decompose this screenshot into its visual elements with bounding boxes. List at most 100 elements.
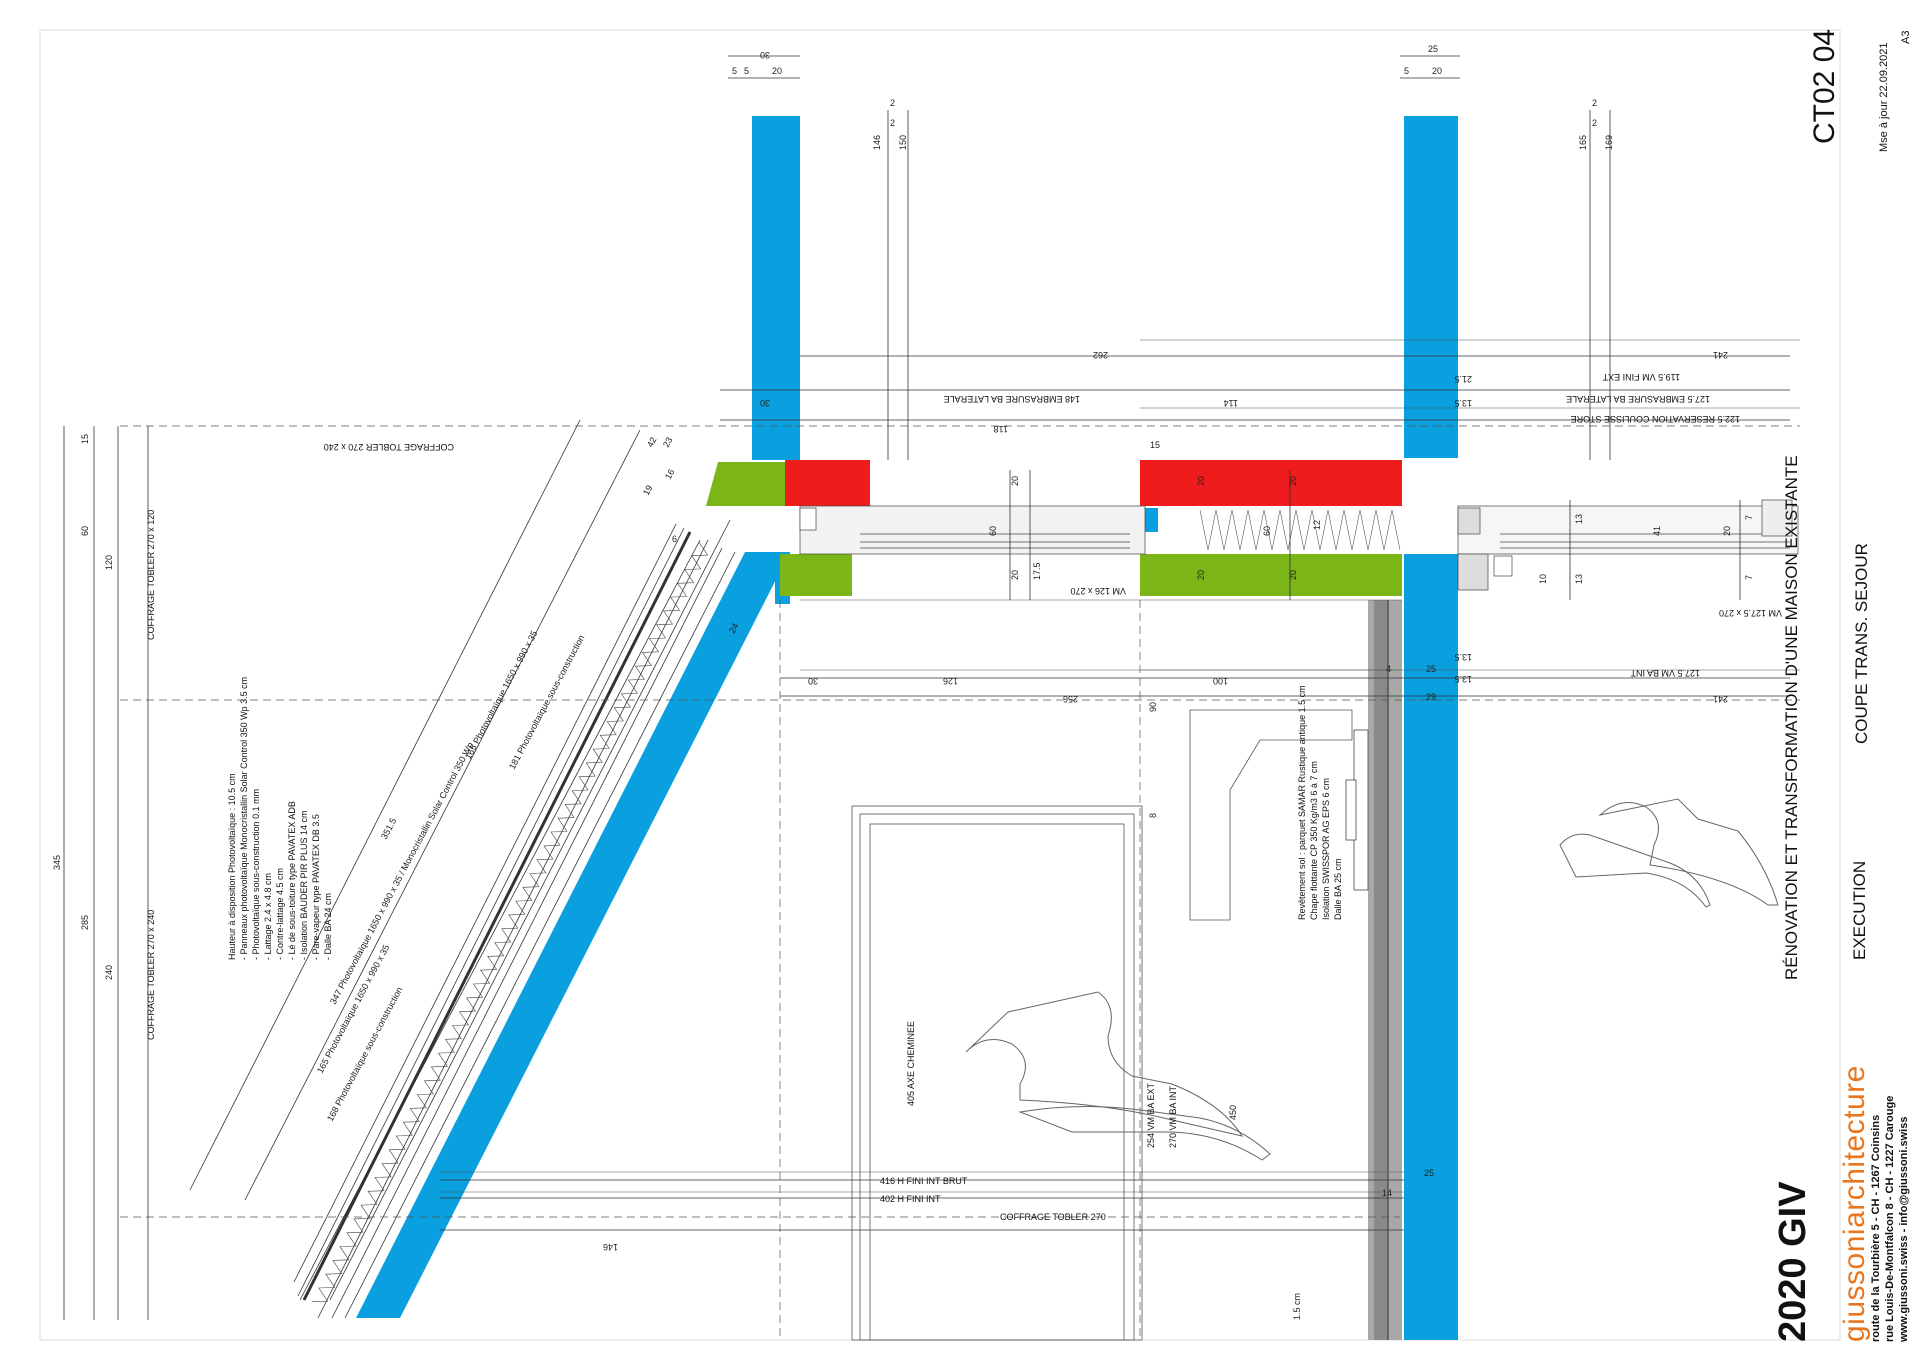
dim-240: 240: [104, 965, 114, 980]
window-frames: [799, 499, 1799, 591]
dim-135b: 13.5: [1454, 652, 1472, 662]
lintel-right: [1140, 460, 1402, 506]
dim-146b: 146: [603, 1242, 618, 1252]
embrasure-148-label: 148 EMBRASURE BA LATERALE: [943, 394, 1080, 404]
pv-351: 351.5: [379, 816, 398, 841]
update-date: Mse à jour 22.09.2021: [1878, 42, 1890, 152]
one-five-cm: 1.5 cm: [1292, 1293, 1302, 1320]
dim-241a: 241: [1713, 350, 1728, 360]
roof-line-5: - Lé de sous-toiture type PAVATEX ADB: [287, 801, 297, 960]
dim-20b: 20: [1432, 66, 1442, 76]
dim-285: 285: [80, 915, 90, 930]
left-upper-wall: [752, 116, 800, 460]
dim-5c: 5: [1404, 66, 1409, 76]
insulation-right-sill: [1140, 554, 1402, 596]
dim-7a: 7: [1744, 515, 1754, 520]
floor-line-1: Chape flottante CP 350 Kg/m3 6 à 7 cm: [1309, 761, 1319, 920]
dim-114: 114: [1224, 398, 1238, 408]
dim-25-top: 25: [1428, 44, 1438, 54]
dim-20h: 20: [1288, 570, 1298, 580]
people-silhouettes: [965, 798, 1779, 1161]
dim-118: 118: [994, 424, 1008, 434]
vm-127-label: VM 127.5 x 270: [1718, 608, 1782, 618]
embrasure-127-label: 127.5 EMBRASURE BA LATERALE: [1566, 394, 1710, 404]
floor-line-3: Dalle BA 25 cm: [1333, 858, 1343, 920]
dim-5a: 5: [732, 66, 737, 76]
interior-lining: [1345, 600, 1402, 1340]
dim-2a: 2: [890, 98, 895, 108]
pv-168: 168 Photovoltaïque sous-construction: [325, 985, 405, 1123]
dim-13b: 13: [1574, 514, 1584, 524]
roof-line-0: Hauteur à disposition Photovoltaïque : 1…: [227, 773, 237, 960]
vm-ba-int-label: 127.5 VM BA INT: [1630, 668, 1700, 678]
dim-2b: 2: [890, 118, 895, 128]
floor-buildup-note: Revêtement sol : parquet SAMAR Rustique …: [1296, 685, 1344, 920]
roof-insulation-hatch: [311, 541, 709, 1303]
lintel-left: [785, 460, 870, 506]
dimension-values: 30 5 5 20 25 5 20 146 150 2 2 165 169 2 …: [52, 44, 1754, 1252]
dim-25c: 25: [1426, 664, 1436, 674]
roof-layers: [293, 523, 736, 1319]
dim-165: 165: [1578, 135, 1588, 150]
dim-146: 146: [872, 135, 882, 150]
dim-135c: 13.5: [1454, 674, 1472, 684]
project-title: RÉNOVATION ET TRANSFORMATION D'UNE MAISO…: [1782, 455, 1801, 980]
roof-line-2: - Photovoltaïque sous-construction 0.1 m…: [251, 788, 261, 960]
dim-10: 10: [1538, 574, 1548, 584]
dim-4: 4: [1386, 664, 1391, 674]
pv-annotations: 347 Photovoltaïque 1650 x 990 x 35 / Mon…: [315, 629, 1302, 1320]
right-hatch-zigzag: [1199, 509, 1401, 551]
dim-175: 17.5: [1032, 562, 1042, 580]
dim-7b: 7: [1744, 575, 1754, 580]
phase-label: EXECUTION: [1850, 860, 1869, 960]
paper-format: A3: [1900, 30, 1912, 44]
dim-15a: 15: [1150, 440, 1160, 450]
right-wall-lower: [1404, 554, 1458, 1340]
drawing-subtitle: COUPE TRANS. SEJOUR: [1852, 543, 1871, 744]
insulation-left-sill: [780, 554, 852, 596]
dim-150: 150: [898, 135, 908, 150]
roof-line-6: - Isolation BAUDER PIR PLUS 14 cm: [299, 810, 309, 960]
sheet-code: CT02 04: [1808, 28, 1841, 144]
dim-126: 126: [943, 676, 958, 686]
insulation-parapet: [706, 462, 785, 506]
concrete-elements: [356, 116, 1458, 1340]
dim-41: 41: [1652, 526, 1662, 536]
address-line-2: rue Louis-De-Montfalcon 8 - CH - 1227 Ca…: [1884, 1095, 1896, 1342]
dim-60b: 60: [1262, 526, 1272, 536]
dim-13a: 13: [1574, 574, 1584, 584]
firm-name: giussoniarchitecture: [1838, 1065, 1871, 1342]
vm-ba-ext-label: 254 VM BA EXT: [1146, 1082, 1156, 1148]
vm-ba-int-270-label: 270 VM BA INT: [1168, 1085, 1178, 1148]
floor-line-2: Isolation SWISSPOR AG EPS 6 cm: [1321, 777, 1331, 920]
dim-16: 16: [663, 467, 677, 481]
dim-2d: 2: [1592, 118, 1597, 128]
dim-120: 120: [104, 555, 114, 570]
lintels: [785, 460, 1402, 506]
dim-19: 19: [641, 483, 655, 497]
dim-345: 345: [52, 855, 62, 870]
dim-25b: 25: [1424, 1168, 1434, 1178]
dim-241b: 241: [1713, 694, 1728, 704]
dim-262: 262: [1093, 350, 1108, 360]
vm-fini-ext-label: 119.5 VM FINI EXT: [1602, 372, 1680, 382]
dim-12: 12: [1312, 520, 1322, 530]
reference-lines: [120, 339, 1800, 1340]
vm-126-label: VM 126 x 270: [1070, 586, 1126, 596]
dim-20g: 20: [1196, 570, 1206, 580]
dim-8: 8: [1148, 813, 1158, 818]
coffrage-tobler-270-label: COFFRAGE TOBLER 270: [1000, 1212, 1106, 1222]
dim-20f: 20: [1288, 476, 1298, 486]
coffrage-tobler-270x120: COFFRAGE TOBLER 270 x 120: [146, 509, 156, 640]
dim-6a: 6: [672, 534, 677, 544]
dim-256: 256: [1063, 694, 1078, 704]
dim-135a: 13.5: [1454, 398, 1472, 408]
web-contact: www.giussoni.swiss - info@giussoni.swiss: [1898, 1116, 1910, 1342]
dim-30-top: 30: [760, 50, 770, 60]
right-upper-wall: [1404, 116, 1458, 458]
insulation-blocks: [706, 462, 1402, 596]
dim-29: 29: [1426, 692, 1436, 702]
dim-20d: 20: [1010, 570, 1020, 580]
dim-2c: 2: [1592, 98, 1597, 108]
fireplace-outline: [851, 709, 1353, 1341]
